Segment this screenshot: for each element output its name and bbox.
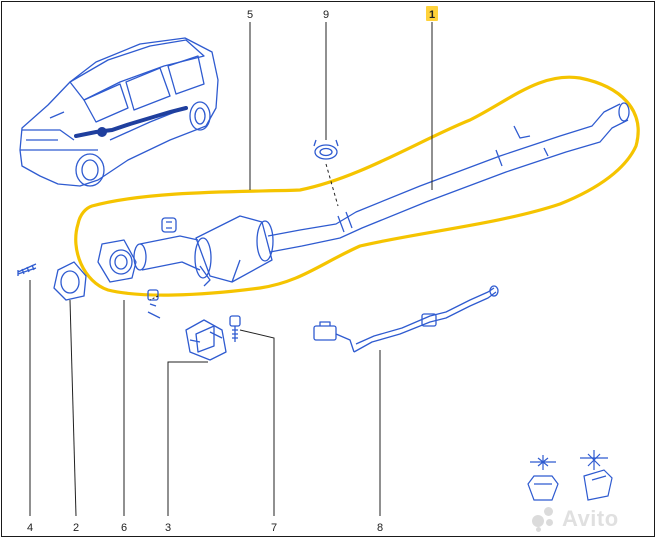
callout-9: 9 [323, 9, 329, 21]
plug-nut [161, 217, 177, 233]
callout-leaders [29, 22, 433, 517]
car-exhaust-highlight [74, 106, 188, 138]
bracket [185, 319, 227, 361]
callout-5: 5 [247, 9, 253, 21]
callout-4: 4 [27, 522, 33, 534]
bolt [229, 315, 241, 342]
callout-2: 2 [73, 522, 79, 534]
svg-text:1: 1 [429, 9, 435, 21]
callout-3: 3 [165, 522, 171, 534]
sensor [313, 285, 499, 353]
callout-6: 6 [121, 522, 127, 534]
stud-bolt [17, 263, 37, 276]
exhaust-pipe [267, 102, 630, 253]
car-exhaust-dot [97, 127, 107, 137]
avito-watermark-text: Avito [562, 506, 619, 531]
car-icon [19, 37, 219, 187]
gasket [53, 261, 87, 301]
avito-watermark: Avito [532, 504, 650, 534]
part-1-highlight-outline [74, 75, 640, 297]
small-nut [147, 289, 161, 319]
tightening-torque-icon [527, 450, 613, 501]
avito-logo-icon [532, 507, 558, 532]
callout-8: 8 [377, 522, 383, 534]
callout-7: 7 [271, 522, 277, 534]
gasket-ring [313, 139, 339, 160]
callout-1: 1 [426, 6, 438, 21]
catalytic-converter [97, 215, 274, 287]
